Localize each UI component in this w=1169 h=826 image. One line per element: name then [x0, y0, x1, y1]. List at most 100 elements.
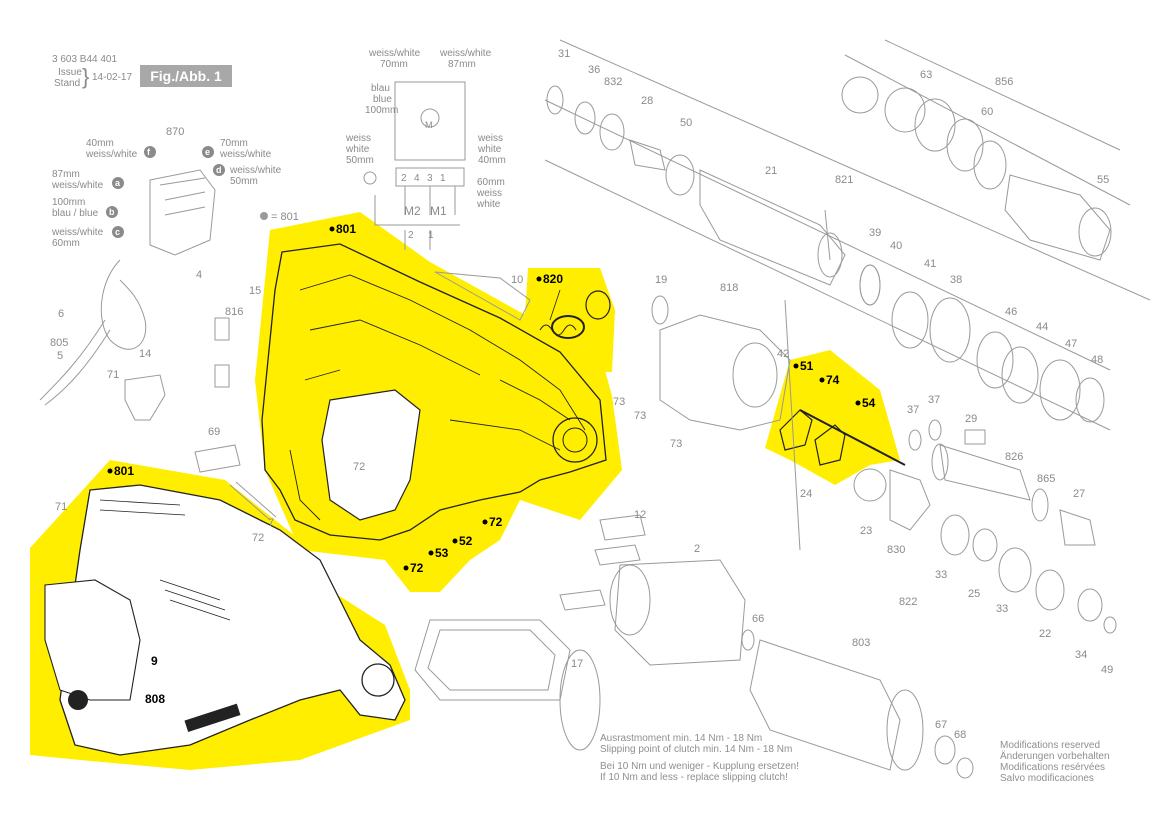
- svg-text:100mm: 100mm: [52, 197, 85, 208]
- part-label: 803: [852, 637, 870, 649]
- part-label: 33: [996, 603, 1008, 615]
- svg-text:1: 1: [428, 230, 434, 241]
- svg-text:d: d: [216, 165, 222, 175]
- part-label: 71: [55, 501, 67, 513]
- legend-dot: [260, 212, 268, 220]
- part-label: 23: [860, 525, 872, 537]
- part-label: 44: [1036, 321, 1048, 333]
- part-label: 33: [935, 569, 947, 581]
- part-label: 73: [613, 396, 625, 408]
- wiring-labels: weiss/white 70mm weiss/white 87mm blau b…: [345, 48, 506, 241]
- modifications-line-4: Salvo modificaciones: [1000, 773, 1094, 784]
- part-label: 821: [835, 174, 853, 186]
- cover-grip-band: [44, 579, 141, 701]
- part-label: 15: [249, 285, 261, 297]
- torque-note-line-4: If 10 Nm and less - replace slipping clu…: [600, 772, 788, 783]
- grey-part-labels: 870 4 6 805 5 14 71 816 15 69 7 72 71 72…: [50, 48, 1113, 741]
- highlight-labels: 801 820 51 74 54 72 53 52 72 801 9 808: [114, 222, 876, 706]
- hl-label-51: 51: [800, 359, 814, 373]
- svg-text:white: white: [476, 199, 501, 210]
- part-label: 42: [777, 348, 789, 360]
- housing-handle-cutout: [321, 389, 421, 521]
- svg-text:weiss/white: weiss/white: [85, 149, 138, 160]
- part-label: 38: [950, 274, 962, 286]
- part-label: 2: [694, 543, 700, 555]
- part-label: 29: [965, 413, 977, 425]
- part-label: 870: [166, 126, 184, 138]
- svg-text:weiss/white: weiss/white: [51, 180, 104, 191]
- cover-bore: [361, 663, 395, 697]
- svg-text:M1: M1: [430, 204, 447, 218]
- housing-bore-inner: [562, 427, 588, 453]
- part-label: 4: [196, 269, 202, 281]
- cover-brand-plate: [184, 703, 241, 733]
- part-label: 60: [981, 106, 993, 118]
- part-label: 830: [887, 544, 905, 556]
- highlight-parts-51-74-54: [765, 350, 900, 485]
- svg-text:f: f: [147, 147, 151, 157]
- grey-parts: [39, 39, 1151, 779]
- svg-text:70mm: 70mm: [220, 138, 248, 149]
- part-label: 28: [641, 95, 653, 107]
- part-label: 71: [107, 369, 119, 381]
- hl-label-53: 53: [435, 546, 449, 560]
- svg-text:2: 2: [408, 230, 414, 241]
- cover-outline: [59, 484, 406, 756]
- hl-label-801-cover: 801: [114, 464, 134, 478]
- part-label: 856: [995, 76, 1013, 88]
- svg-text:white: white: [345, 144, 370, 155]
- part-label: 34: [1075, 649, 1087, 661]
- part-820-cap: [585, 290, 611, 320]
- svg-text:white: white: [477, 144, 502, 155]
- svg-text:40mm: 40mm: [478, 155, 506, 166]
- part-label: 24: [800, 488, 812, 500]
- torque-note-line-2: Slipping point of clutch min. 14 Nm - 18…: [600, 744, 793, 755]
- modifications-line-3: Modifications resérvées: [1000, 762, 1106, 773]
- svg-text:70mm: 70mm: [380, 59, 408, 70]
- part-label: 37: [928, 394, 940, 406]
- hl-label-808: 808: [145, 692, 165, 706]
- part-label: 47: [1065, 338, 1077, 350]
- hl-label-54: 54: [862, 396, 876, 410]
- issue-date: 14-02-17: [92, 72, 133, 83]
- part-label: 72: [353, 461, 365, 473]
- svg-text:weiss: weiss: [345, 133, 371, 144]
- part-label: 822: [899, 596, 917, 608]
- svg-text:blau: blau: [371, 83, 390, 94]
- part-label: 67: [935, 719, 947, 731]
- switch-wire-labels: 40mm weiss/white 87mm weiss/white 100mm …: [51, 138, 282, 249]
- svg-text:weiss/white: weiss/white: [229, 165, 282, 176]
- svg-text:50mm: 50mm: [230, 176, 258, 187]
- svg-text:60mm: 60mm: [52, 238, 80, 249]
- part-label: 5: [57, 350, 63, 362]
- part-label: 25: [968, 588, 980, 600]
- svg-text:weiss: weiss: [476, 188, 502, 199]
- part-label: 31: [558, 48, 570, 60]
- switch-wire-markers: f a b c e d: [106, 146, 225, 238]
- hl-label-9: 9: [151, 654, 158, 668]
- hl-label-72b: 72: [410, 561, 424, 575]
- part-number: 3 603 B44 401: [52, 54, 118, 65]
- hl-label-72a: 72: [489, 515, 503, 529]
- issue-brace: }: [82, 64, 90, 89]
- svg-text:40mm: 40mm: [86, 138, 114, 149]
- modifications-line-2: Änderungen vorbehalten: [1000, 751, 1110, 762]
- part-label: 37: [907, 404, 919, 416]
- hl-label-820: 820: [543, 272, 563, 286]
- issue-label: Issue: [58, 67, 82, 78]
- part-label: 805: [50, 337, 68, 349]
- part-label: 66: [752, 613, 764, 625]
- modifications-line-1: Modifications reserved: [1000, 740, 1101, 751]
- torque-note-line-3: Bei 10 Nm und weniger - Kupplung ersetze…: [600, 761, 800, 772]
- part-54-rod: [799, 409, 906, 466]
- svg-text:87mm: 87mm: [52, 169, 80, 180]
- svg-text:87mm: 87mm: [448, 59, 476, 70]
- svg-text:2: 2: [401, 173, 407, 184]
- part-label: 73: [670, 438, 682, 450]
- svg-text:3: 3: [427, 173, 433, 184]
- part-label: 14: [139, 348, 151, 360]
- svg-text:1: 1: [440, 173, 446, 184]
- torque-note-line-1: Ausrastmoment min. 14 Nm - 18 Nm: [600, 733, 763, 744]
